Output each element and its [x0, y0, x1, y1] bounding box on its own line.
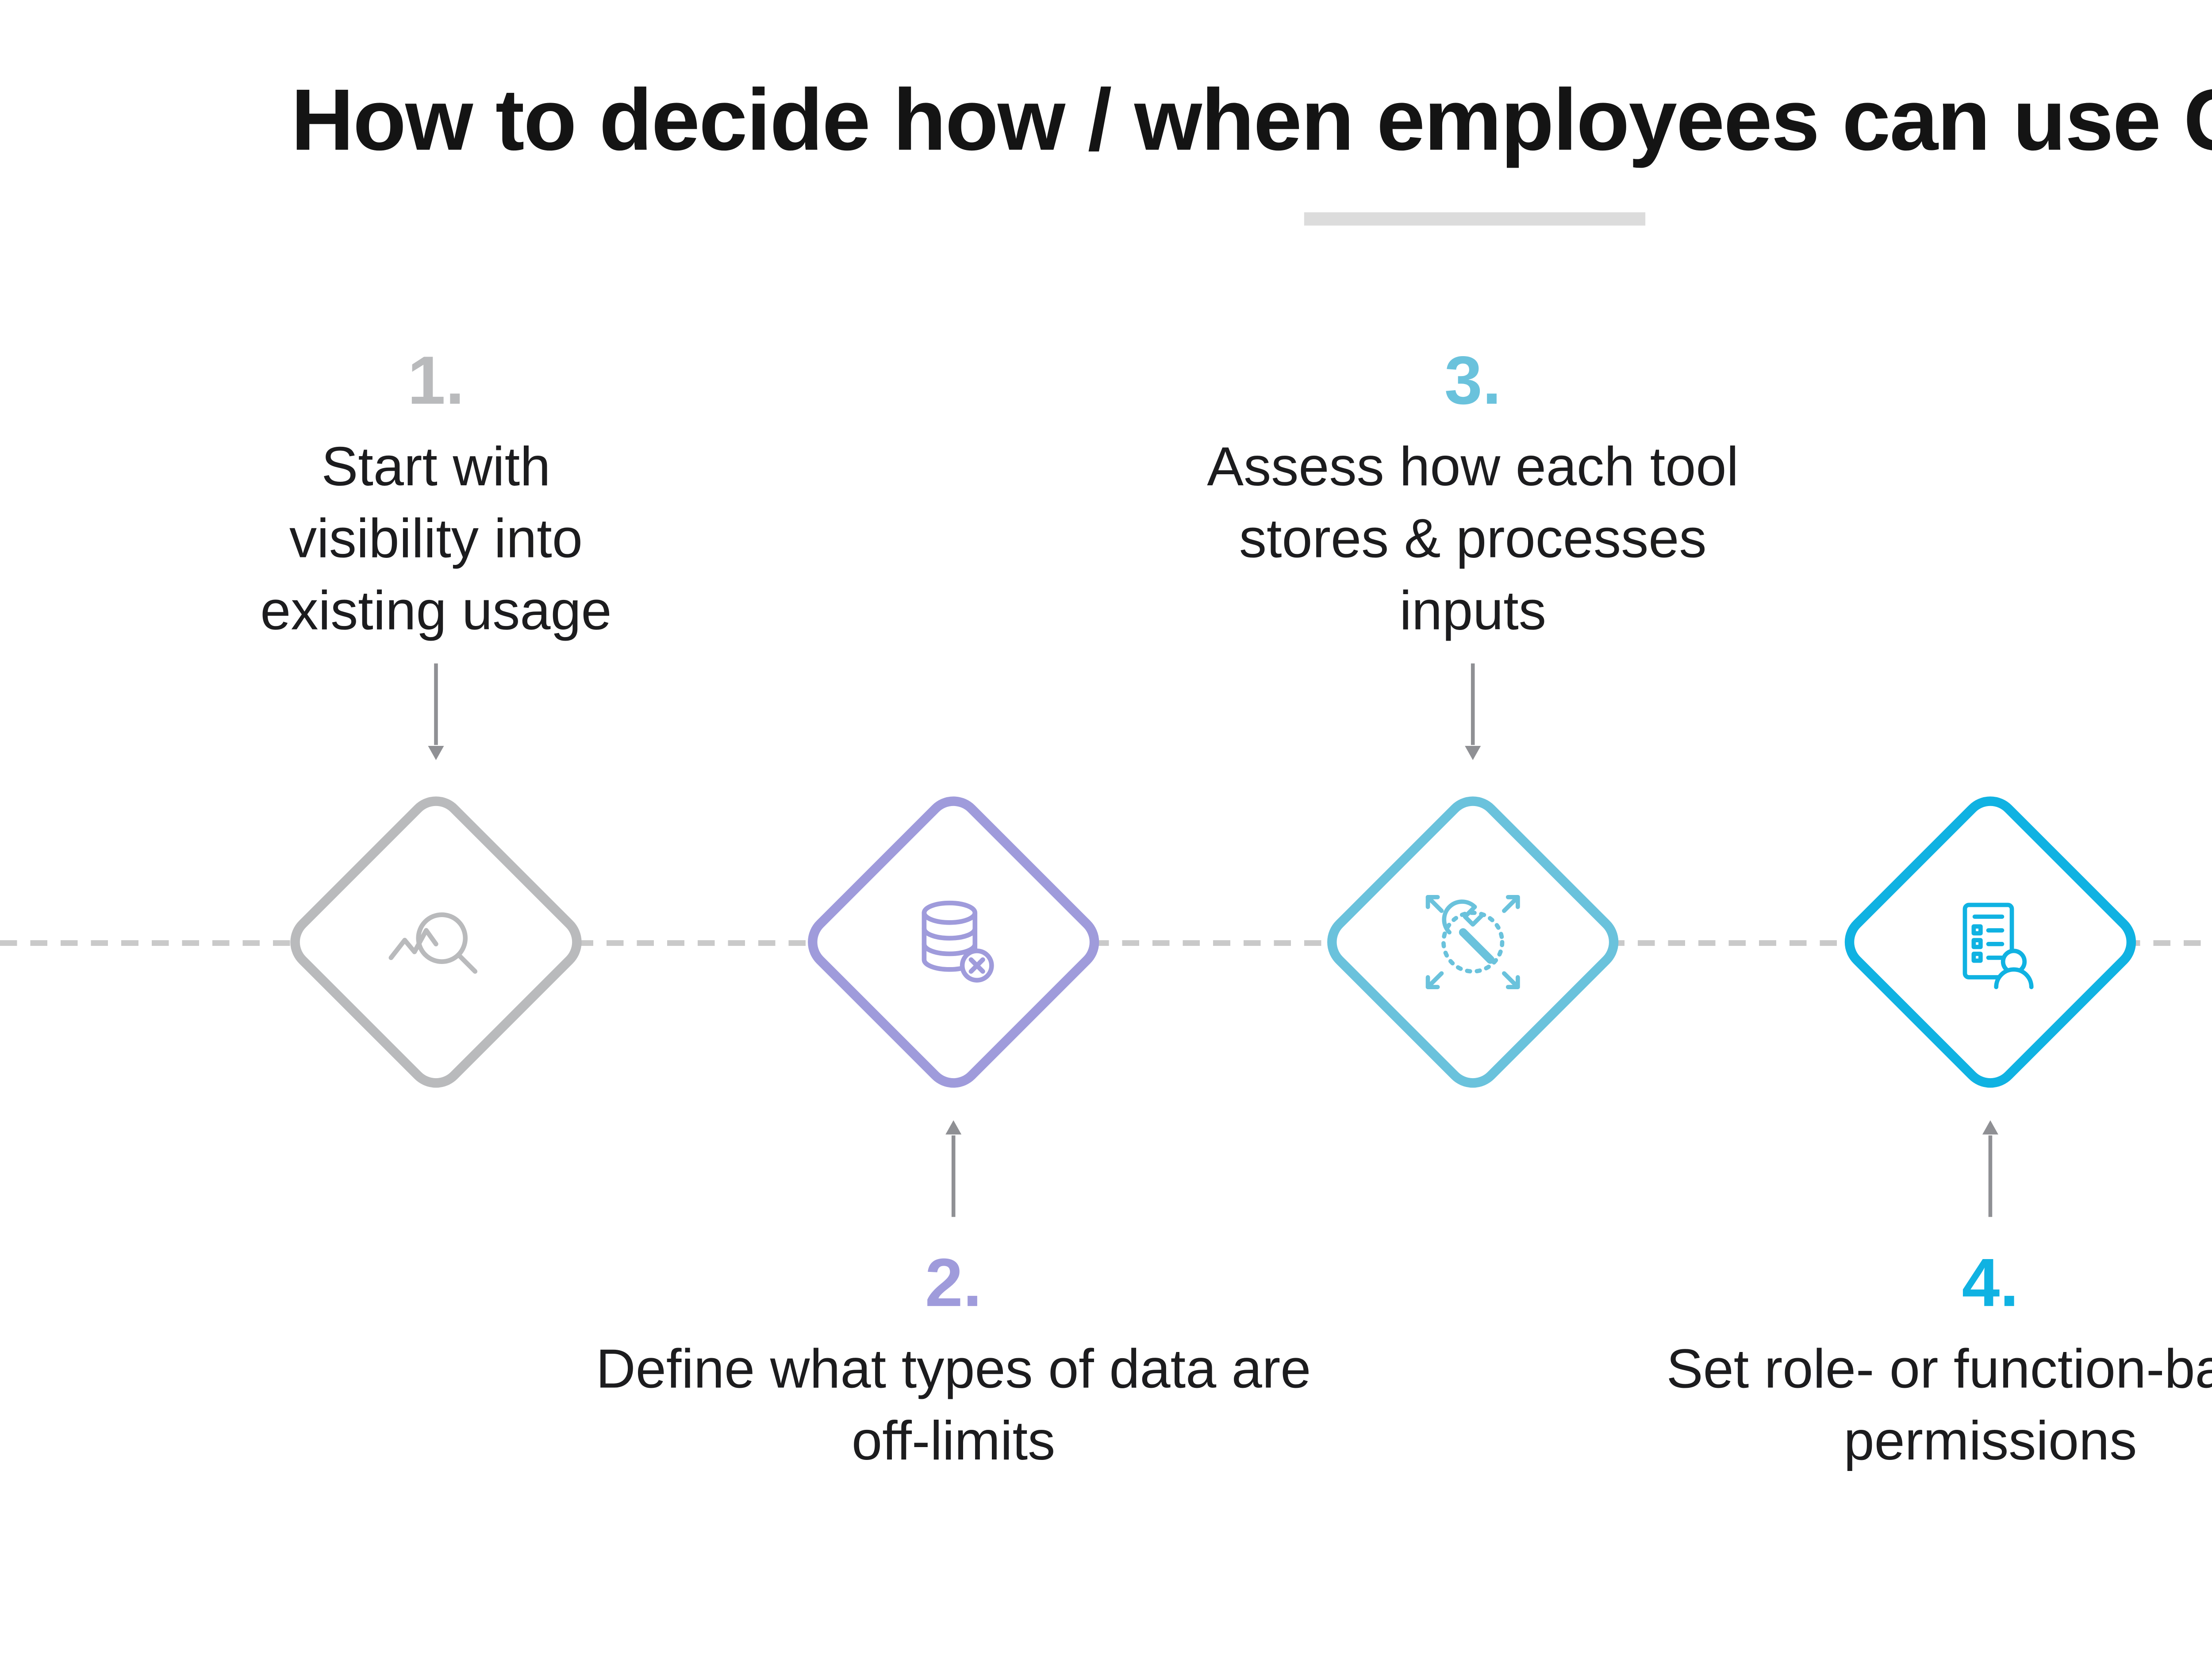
step-3-line-2: stores & processes — [1239, 510, 1707, 571]
step-1-line-1: Start with — [321, 438, 551, 499]
step-2-number: 2. — [925, 1243, 982, 1321]
step-1-down-arrow-icon — [425, 656, 447, 766]
step-3-diamond — [1314, 783, 1631, 1101]
step-1-diamond — [277, 783, 594, 1101]
step-1-line-3: existing usage — [260, 582, 612, 643]
role-permissions-roster-icon — [1928, 879, 2053, 1005]
step-1-label: Start with visibility into existing usag… — [152, 432, 720, 648]
step-4-up-arrow-icon — [1979, 1114, 2001, 1225]
step-5-line-1: Establish a process for — [2151, 432, 2212, 504]
step-3-line-3: inputs — [1399, 582, 1546, 643]
step-4-label: Set role- or function-based permissions — [1564, 1334, 2212, 1479]
step-5-line-2: requesting & reviewing — [2151, 504, 2212, 576]
usage-visibility-magnifier-icon — [373, 879, 499, 1005]
step-3-line-1: Assess how each tool — [1207, 438, 1739, 499]
step-4-diamond — [1832, 783, 2149, 1101]
step-2-up-arrow-icon — [942, 1114, 964, 1225]
restricted-database-icon — [891, 879, 1016, 1005]
step-2-label: Define what types of data are off-limits — [504, 1334, 1403, 1479]
title-underline — [1304, 212, 1646, 226]
step-2-diamond — [795, 783, 1112, 1101]
step-4-number: 4. — [1962, 1243, 2019, 1321]
step-4-line-2: permissions — [1843, 1412, 2137, 1473]
step-1-line-2: visibility into — [289, 510, 583, 571]
step-2-line-1: Define what types of data are — [596, 1340, 1311, 1401]
step-3-number: 3. — [1444, 341, 1502, 419]
step-4-line-1: Set role- or function-based — [1666, 1340, 2212, 1401]
step-5-label: Establish a process for requesting & rev… — [2151, 432, 2212, 648]
step-3-label: Assess how each tool stores & processes … — [1122, 432, 1824, 648]
step-1-number: 1. — [407, 341, 465, 419]
page-title: How to decide how / when employees can u… — [291, 70, 2212, 169]
step-3-down-arrow-icon — [1462, 656, 1484, 766]
tool-processing-wrench-icon — [1410, 879, 1536, 1005]
step-2-line-2: off-limits — [852, 1412, 1056, 1473]
